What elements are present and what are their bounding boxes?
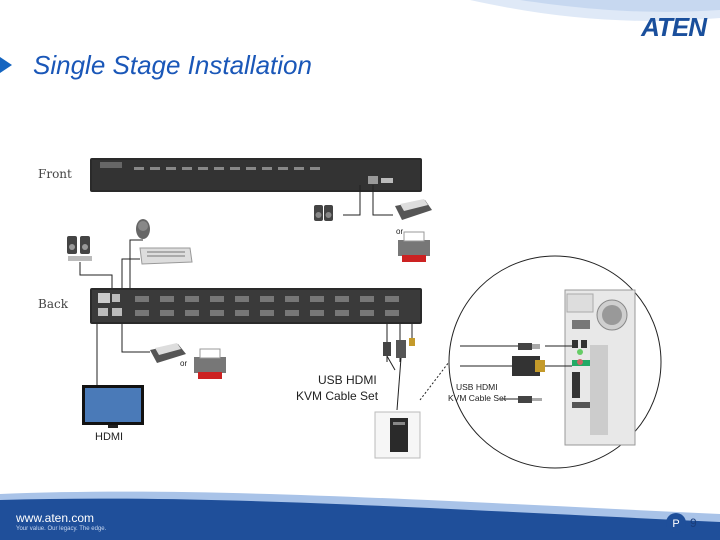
page-badge-icon: P (666, 513, 686, 533)
cable-set-line2: KVM Cable Set (296, 389, 379, 403)
header-swoosh (470, 0, 720, 21)
kvm-back-panel (90, 288, 422, 324)
inset-hdmi-plug-icon (512, 356, 545, 376)
usb-connector-icon (383, 342, 391, 356)
aten-logo: ATEN (641, 12, 707, 42)
inset-cable-line2: KVM Cable Set (448, 393, 507, 403)
computer-tower-small-icon (374, 411, 421, 459)
front-speakers-icon (314, 205, 333, 221)
inset-usb-plug-icon (518, 343, 540, 350)
footer-tagline: Your value. Our legacy. The edge. (16, 526, 107, 532)
title-arrow-icon (0, 57, 12, 73)
hdmi-connector-icon (396, 338, 415, 358)
page-number: 9 (690, 516, 697, 530)
footer-url[interactable]: www.aten.com (16, 511, 95, 525)
kvm-front-panel (90, 158, 422, 192)
footer-swoosh (0, 491, 720, 540)
svg-text:P: P (672, 518, 679, 530)
front-printer-icon (398, 231, 430, 262)
or-label-back: or (180, 359, 187, 368)
front-scanner-icon (395, 199, 432, 220)
front-label: Front (38, 167, 72, 181)
cable-set-line1: USB HDMI (318, 373, 377, 387)
mouse-icon (136, 219, 150, 239)
left-speakers-icon (67, 236, 92, 261)
inset-audio-plug-icon (518, 396, 542, 403)
installation-diagram: or (67, 158, 662, 469)
back-printer-icon (194, 348, 226, 379)
pc-rear-panel-icon (564, 289, 636, 446)
inset-cable-line1: USB HDMI (456, 382, 498, 392)
back-scanner-icon (150, 343, 186, 363)
hdmi-monitor-icon (82, 385, 144, 428)
back-label: Back (38, 297, 68, 311)
page-title: Single Stage Installation (33, 50, 312, 80)
hdmi-label: HDMI (95, 431, 123, 443)
keyboard-icon (139, 247, 193, 265)
or-label-front: or (396, 227, 403, 236)
